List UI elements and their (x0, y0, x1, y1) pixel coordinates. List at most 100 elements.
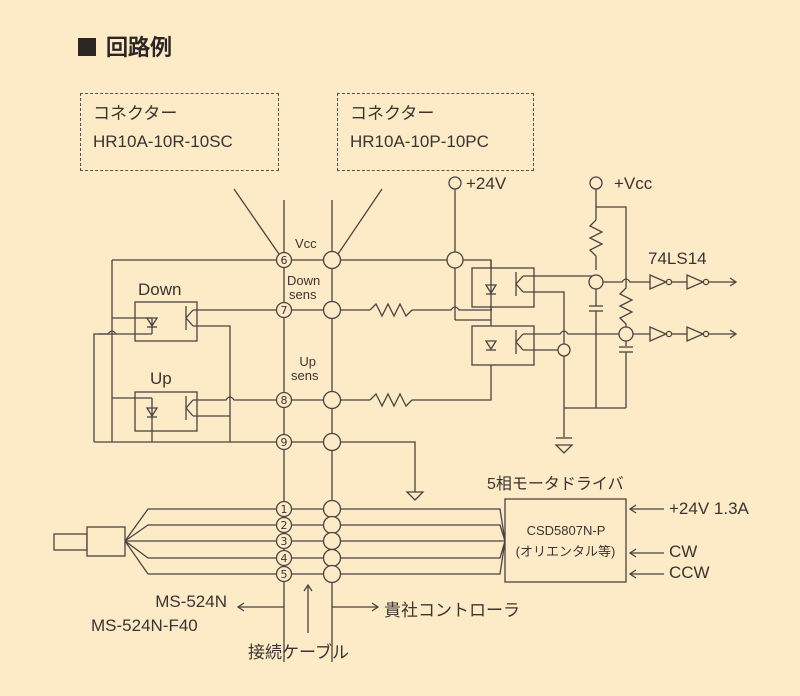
pin-number: 2 (281, 519, 288, 532)
pin-node-1 (275, 500, 293, 518)
pin-node-8 (275, 391, 293, 409)
pin-number: 7 (281, 304, 288, 317)
arrow-right-icon (709, 277, 738, 287)
resistor-icon (618, 282, 634, 328)
phototransistor-icon (515, 272, 524, 296)
photocoupler-down (134, 301, 198, 342)
mate-node-8 (322, 390, 342, 410)
pin-node-5 (275, 565, 293, 583)
driver-box (504, 498, 627, 583)
wire (602, 278, 650, 283)
inverter-bubble (702, 330, 710, 338)
driver-maker: (オリエンタル等) (515, 544, 616, 559)
driver-model: CSD5807N-P (526, 523, 606, 538)
terminal-vcc (589, 176, 603, 190)
mate-node-2 (322, 515, 342, 535)
signal-label-vcc: Vcc (295, 236, 317, 251)
photocoupler-out-1 (471, 267, 535, 308)
driver-input-ccw: CCW (669, 563, 710, 582)
arrow-right-icon (709, 329, 738, 339)
pin-number: 4 (281, 552, 288, 565)
inverter-icon (686, 274, 705, 290)
motor-model-2: MS-524N-F40 (91, 616, 198, 635)
motor-model-1: MS-524N (155, 592, 227, 611)
mate-node-1 (322, 499, 342, 519)
pin-number: 6 (281, 254, 288, 267)
pin-number: 9 (281, 436, 288, 449)
wire (93, 330, 117, 442)
wire (193, 396, 284, 401)
connector-label: コネクター (350, 104, 435, 123)
arrow-left-icon (628, 569, 664, 579)
inverter-icon (649, 274, 668, 290)
cable-wire (124, 524, 506, 542)
pin-node-3 (275, 532, 293, 550)
inverter-icon (649, 326, 668, 342)
photocoupler-label-up: Up (150, 369, 172, 388)
led-icon (484, 340, 498, 351)
led-icon (145, 317, 159, 328)
signal-label-line: Down (287, 273, 321, 288)
photocoupler-label-down: Down (138, 280, 182, 299)
wire (523, 291, 565, 344)
signal-label-line: sens (289, 287, 317, 302)
inverter-row-1 (649, 274, 738, 290)
arrow-left-icon (628, 504, 664, 514)
wire (284, 441, 416, 492)
terminal-24v (448, 176, 462, 190)
arrow-left-icon (236, 602, 284, 612)
wire (193, 325, 231, 442)
section-title: 回路例 (78, 30, 172, 62)
cable-label: 接続ケーブル (248, 643, 349, 662)
cable-wire (124, 540, 506, 559)
resistor-icon (369, 302, 413, 318)
cable-bundle (124, 508, 506, 575)
mate-node-6 (322, 250, 342, 270)
connector-box-receptacle: コネクター HR10A-10R-10SC (80, 93, 279, 171)
ground-icon (554, 444, 574, 454)
leader-line (335, 188, 383, 258)
driver-heading: 5相モータドライバ (487, 476, 624, 493)
wire (596, 206, 627, 282)
signal-label-down-sens: Down sens (287, 274, 320, 302)
resistor-icon (588, 219, 604, 270)
node (446, 251, 464, 269)
arrow-left-icon (628, 548, 664, 558)
pin-number: 8 (281, 394, 288, 407)
inverter-bubble (702, 278, 710, 286)
pin-node-6 (275, 251, 293, 269)
pin-node-4 (275, 549, 293, 567)
signal-label-line: Up (299, 354, 317, 369)
node (618, 326, 634, 342)
square-bullet-icon (78, 38, 96, 56)
driver-input-power: +24V 1.3A (669, 499, 749, 518)
inverter-icon (686, 326, 705, 342)
connector-part-number: HR10A-10R-10SC (93, 132, 233, 151)
wire (523, 330, 626, 335)
supply-label-24v: +24V (466, 174, 507, 193)
signal-label-line: sens (291, 368, 319, 383)
resistor-icon (369, 392, 413, 408)
leader-line (233, 188, 282, 258)
mate-node-7 (322, 300, 342, 320)
motor-shaft (53, 533, 88, 551)
led-icon (145, 407, 159, 418)
connector-label: コネクター (93, 104, 178, 123)
inverter-bubble (665, 330, 673, 338)
supply-label-vcc: +Vcc (614, 174, 653, 193)
section-title-text: 回路例 (106, 36, 173, 61)
inverter-bubble (665, 278, 673, 286)
pin-node-7 (275, 301, 293, 319)
mate-node-5 (322, 564, 342, 584)
arrow-right-icon (332, 602, 380, 612)
ic-label-74ls14: 74LS14 (648, 249, 707, 268)
node (557, 343, 571, 357)
driver-input-cw: CW (669, 542, 698, 561)
pin-node-2 (275, 516, 293, 534)
phototransistor-icon (185, 306, 194, 330)
pin-number: 5 (281, 568, 288, 581)
signal-label-up-sens: Up sens (291, 355, 318, 383)
